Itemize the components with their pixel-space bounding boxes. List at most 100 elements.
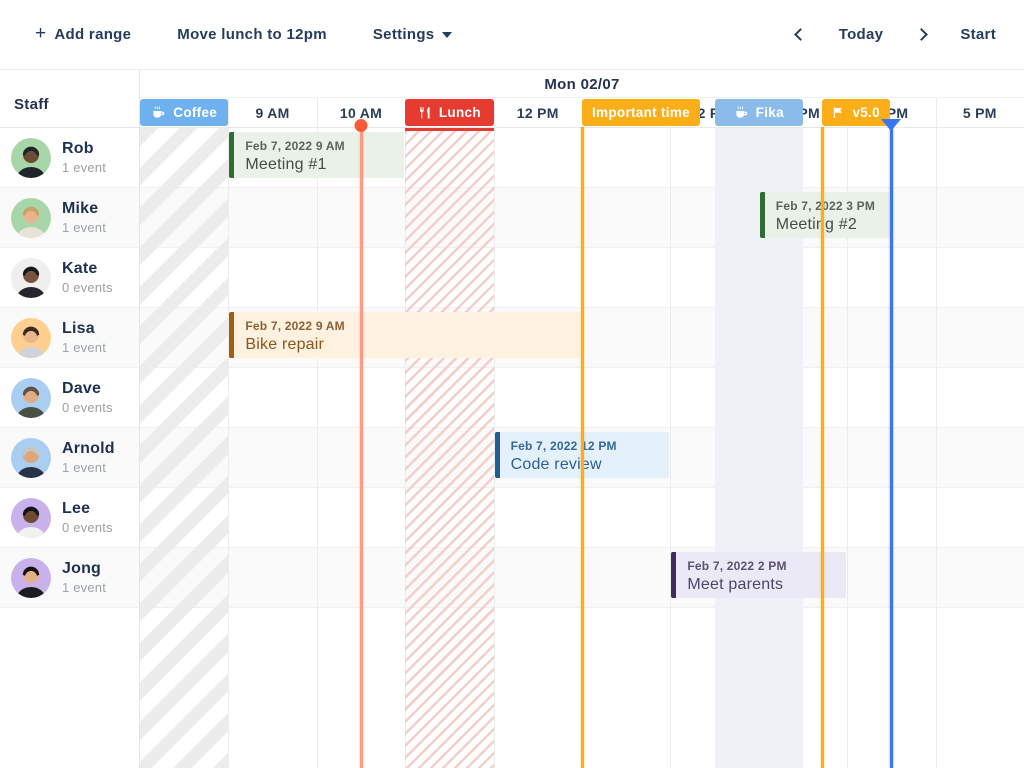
gridline-vertical [316,98,318,768]
avatar [11,557,51,598]
staff-info: Mike 1 event [62,200,106,235]
gridline-vertical [670,98,672,768]
start-button[interactable]: Start [960,26,996,43]
time-range-line-now-marker [881,119,902,768]
event-bar[interactable]: Feb 7, 2022 3 PM Meeting #2 [759,192,891,238]
today-label: Today [838,26,884,43]
add-range-label: Add range [54,26,132,43]
toolbar-left-group: + Add range Move lunch to 12pm Settings [0,23,453,44]
time-range-line-v5-release [820,127,824,768]
staff-name: Dave [62,380,102,397]
toolbar: + Add range Move lunch to 12pm Settings … [0,0,1024,70]
gridline-vertical [228,98,230,768]
time-range-chip-coffee[interactable]: Coffee [140,99,229,126]
date-label: Mon 02/07 [544,75,620,93]
time-range-chip-label: Important time [592,105,690,120]
chevron-left-icon [793,28,807,41]
event-date-label: Feb 7, 2022 12 PM [510,439,617,453]
chevron-right-icon [915,28,929,41]
staff-name: Jong [62,560,102,577]
event-title: Meeting #1 [245,156,327,173]
time-tick-label: 10 AM [339,105,383,121]
staff-row-lisa[interactable]: Lisa 1 event [0,308,139,368]
staff-info: Jong 1 event [62,560,106,595]
gridline-vertical [847,98,849,768]
utensils-icon [418,106,432,120]
event-date-label: Feb 7, 2022 2 PM [687,559,787,573]
add-range-button[interactable]: + Add range [35,23,132,44]
gridline-vertical [493,98,495,768]
time-range-chip-label: v5.0 [852,105,880,120]
staff-event-count: 0 events [62,280,113,295]
time-range-chip-fika[interactable]: Fika [714,99,803,126]
staff-label: Staff [14,96,49,113]
time-range-chip-label: Fika [755,105,784,120]
staff-event-count: 1 event [62,340,107,355]
date-header: Mon 02/07 [140,70,1024,98]
time-range-chip-label: Coffee [173,105,218,120]
staff-event-count: 1 event [62,580,107,595]
avatar [11,197,51,238]
event-title: Bike repair [245,336,325,353]
avatar [11,257,51,298]
staff-name: Arnold [62,440,115,457]
time-range-line-important-time [580,127,584,768]
current-time-dot [354,119,368,132]
time-range-zone-lunch [405,128,494,768]
staff-info: Lisa 1 event [62,320,106,355]
staff-row-arnold[interactable]: Arnold 1 event [0,428,139,488]
avatar [11,317,51,358]
event-date-label: Feb 7, 2022 9 AM [245,319,345,333]
move-lunch-button[interactable]: Move lunch to 12pm [177,26,327,43]
event-title: Meet parents [687,576,784,593]
settings-label: Settings [372,26,435,43]
settings-button[interactable]: Settings [373,26,453,43]
staff-row-mike[interactable]: Mike 1 event [0,188,139,248]
staff-name: Mike [62,200,99,217]
event-date-label: Feb 7, 2022 3 PM [775,199,876,213]
event-bar[interactable]: Feb 7, 2022 9 AM Bike repair [229,312,581,358]
today-button[interactable]: Today [839,26,884,43]
staff-row-jong[interactable]: Jong 1 event [0,548,139,608]
avatar [11,497,51,538]
time-marker-triangle-icon [881,119,902,131]
previous-button[interactable] [793,28,807,41]
staff-event-count: 1 event [62,220,107,235]
event-title: Code review [510,456,602,473]
staff-name: Lisa [62,320,95,337]
coffee-cup-icon [151,105,166,120]
avatar [11,377,51,418]
staff-column-header: Staff [0,70,139,128]
staff-event-count: 1 event [62,160,107,175]
chevron-down-icon [442,31,453,43]
staff-event-count: 1 event [62,460,107,475]
event-bar[interactable]: Feb 7, 2022 9 AM Meeting #1 [229,132,405,178]
move-lunch-label: Move lunch to 12pm [177,26,327,43]
time-tick-label: 5 PM [962,105,997,121]
start-label: Start [960,26,996,43]
time-range-zone-coffee [140,128,229,768]
time-range-chip-important-time[interactable]: Important time [582,99,700,126]
event-date-label: Feb 7, 2022 9 AM [245,139,345,153]
next-button[interactable] [915,28,929,41]
time-range-chip-v5-release[interactable]: v5.0 [822,99,890,126]
event-title: Meeting #2 [775,216,857,233]
time-range-line-morning-marker [354,119,368,768]
gridline-vertical [935,98,937,768]
time-tick-label: 9 AM [255,105,290,121]
flag-icon [832,106,845,119]
plus-icon: + [35,23,47,44]
staff-name: Lee [62,500,91,517]
time-range-chip-lunch[interactable]: Lunch [405,99,494,126]
event-bar[interactable]: Feb 7, 2022 2 PM Meet parents [671,552,847,598]
